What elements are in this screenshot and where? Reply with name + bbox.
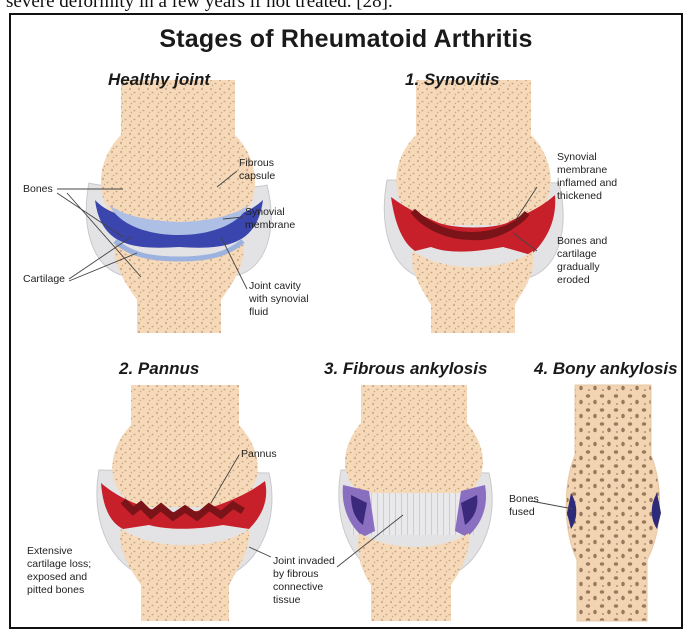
label-bones: Bones	[23, 183, 53, 196]
stage-fibrous-ankylosis: 3. Fibrous ankylosis	[324, 359, 487, 379]
stage-pannus: 2. Pannus	[119, 359, 199, 379]
label-synovial-inflamed: Synovial membrane inflamed and thickened	[557, 151, 617, 203]
label-pannus: Pannus	[241, 448, 277, 461]
label-joint-invaded: Joint invaded by fibrous connective tiss…	[273, 555, 335, 607]
label-synovial-membrane: Synovial membrane	[245, 206, 295, 232]
stage-healthy-joint: Healthy joint	[108, 70, 210, 90]
stage-bony-ankylosis: 4. Bony ankylosis	[534, 359, 678, 379]
truncated-paper-text: severe deformity in a few years if not t…	[0, 0, 690, 13]
stage-synovitis: 1. Synovitis	[405, 70, 499, 90]
label-fibrous-capsule: Fibrous capsule	[239, 157, 275, 183]
label-joint-cavity: Joint cavity with synovial fluid	[249, 280, 309, 319]
healthy-joint-figure	[86, 80, 271, 333]
diagram-title: Stages of Rheumatoid Arthritis	[11, 25, 681, 54]
label-cartilage-loss: Extensive cartilage loss; exposed and pi…	[27, 545, 91, 597]
bony-ankylosis-figure	[566, 385, 661, 621]
label-bones-eroded: Bones and cartilage gradually eroded	[557, 235, 607, 287]
label-cartilage: Cartilage	[23, 273, 65, 286]
pannus-joint-figure	[97, 385, 272, 621]
synovitis-joint-figure	[384, 80, 563, 333]
fibrous-ankylosis-figure	[339, 385, 492, 621]
joint-illustrations	[11, 15, 681, 627]
diagram-frame: Stages of Rheumatoid Arthritis Healthy j…	[9, 13, 683, 629]
label-bones-fused: Bones fused	[509, 493, 539, 519]
